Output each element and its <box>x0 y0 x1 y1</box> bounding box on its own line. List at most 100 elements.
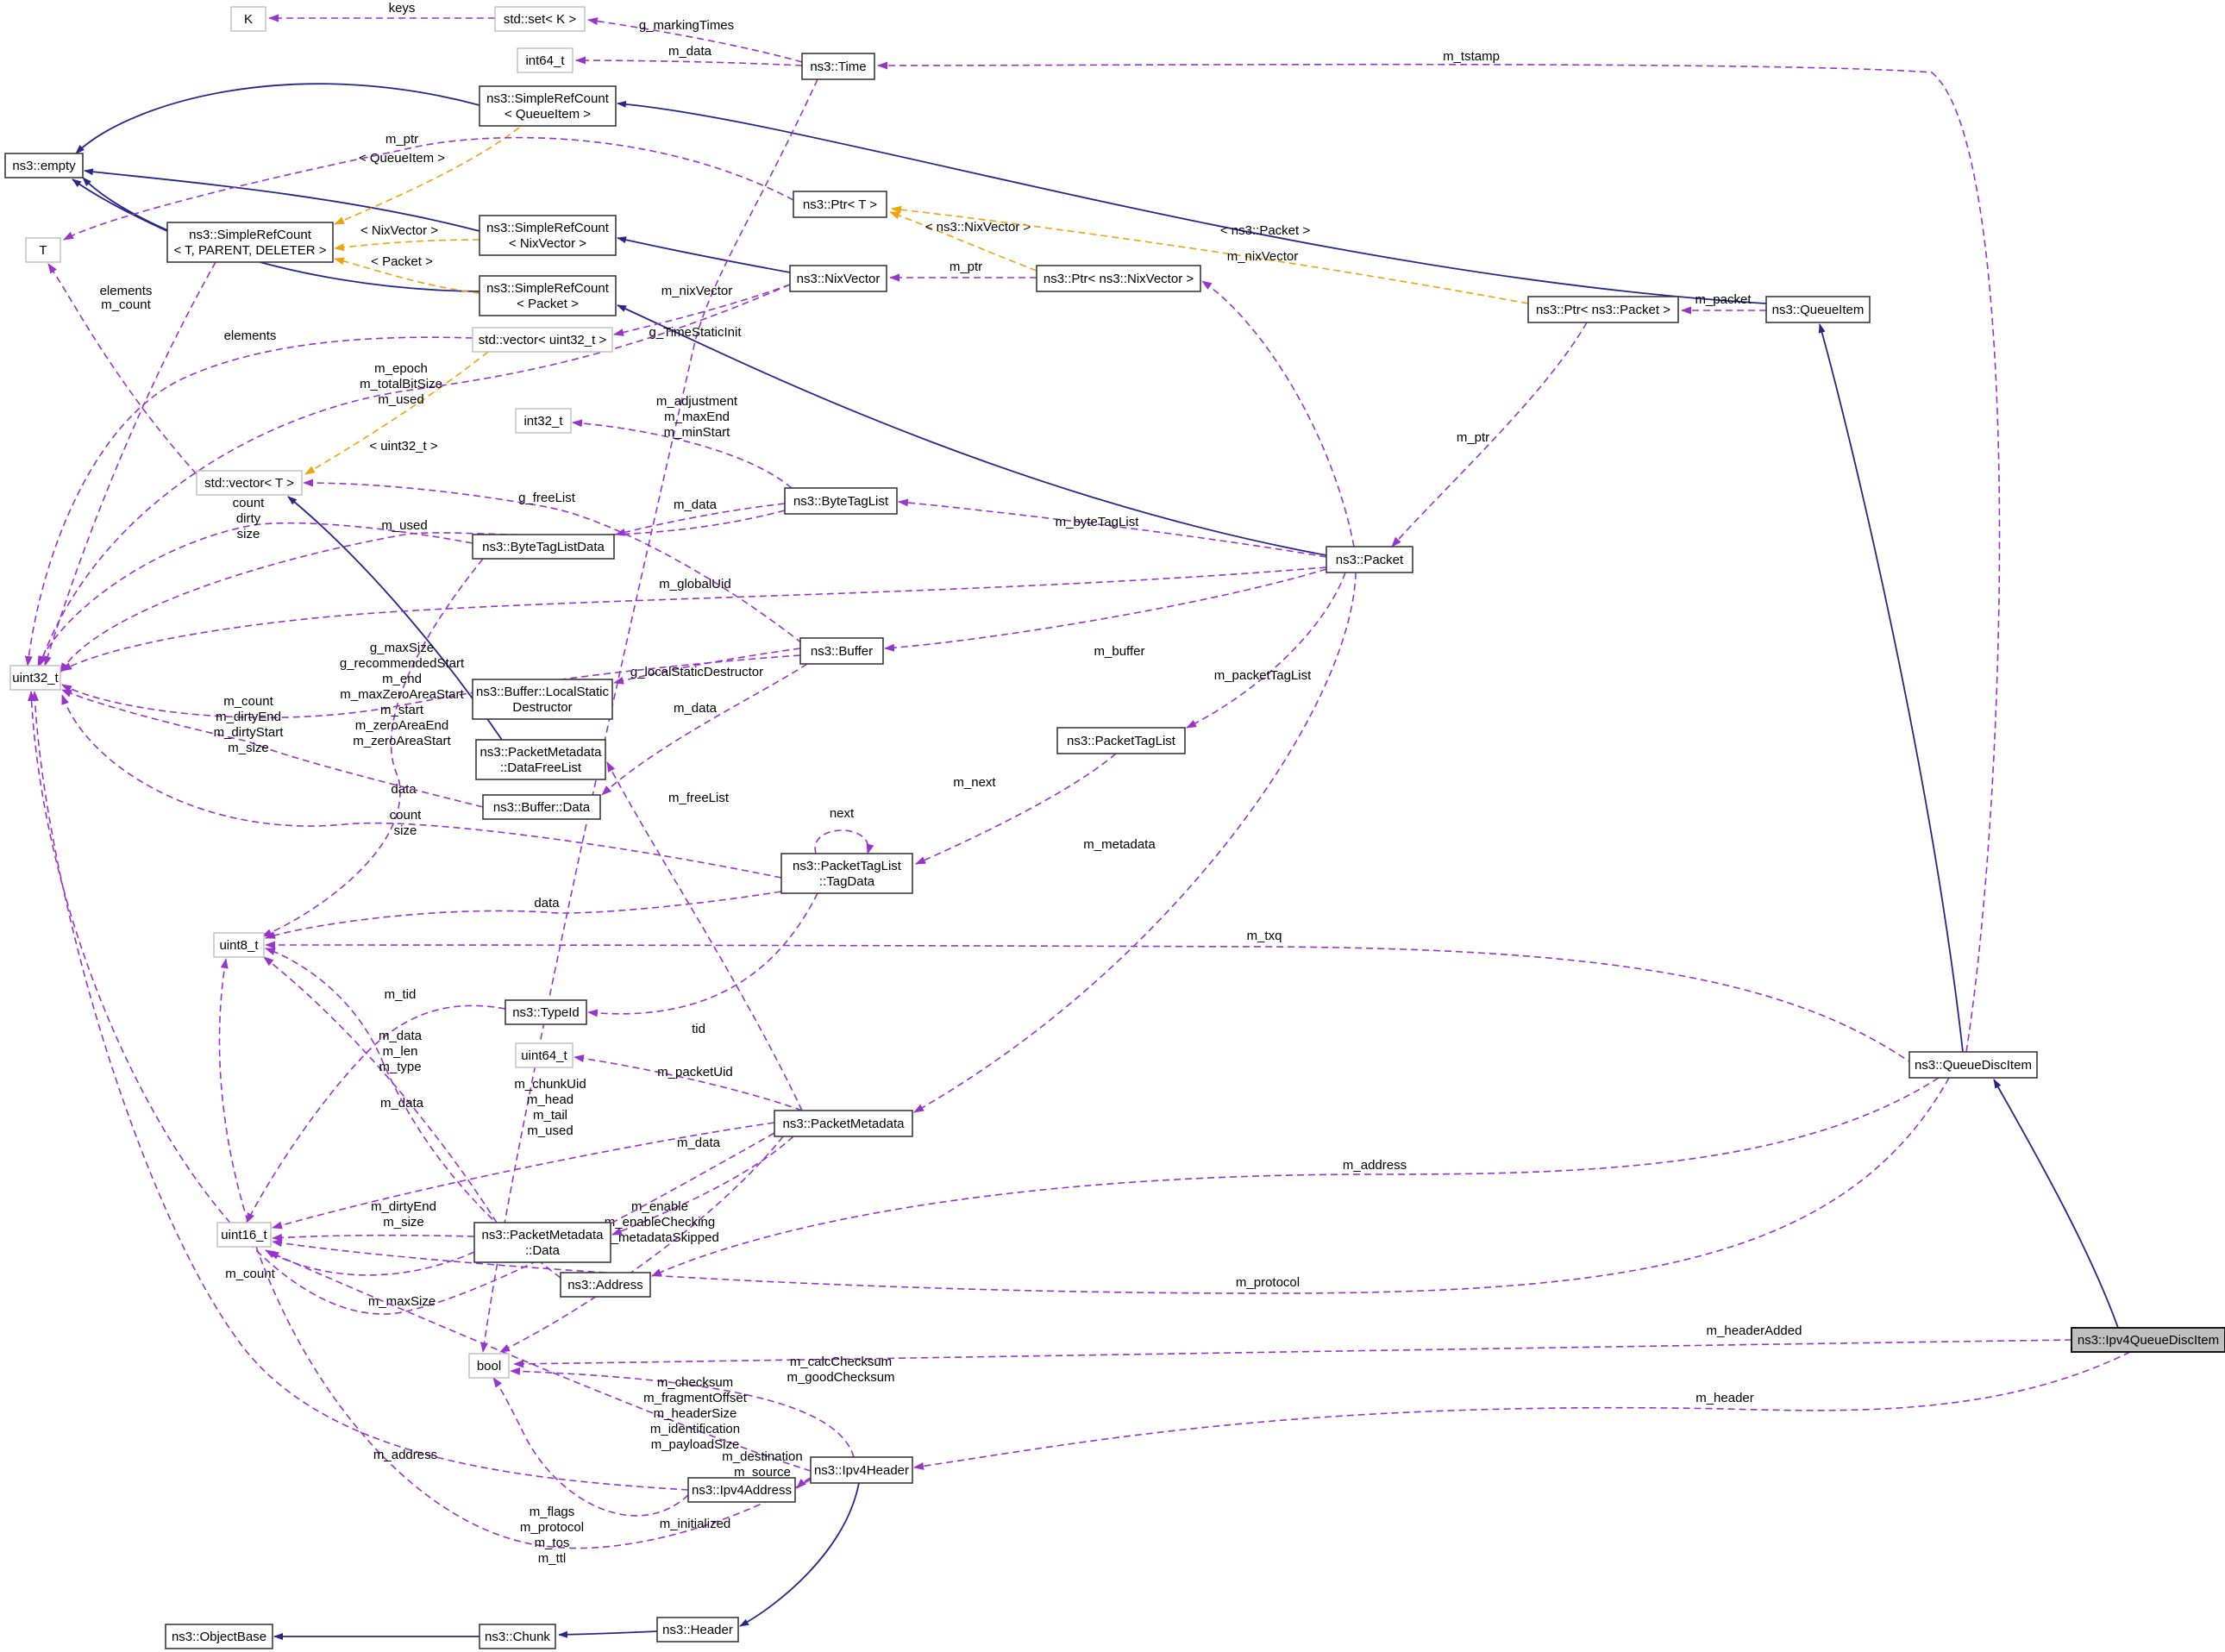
node-nix[interactable]: ns3::NixVector <box>789 265 887 292</box>
node-qdisc[interactable]: ns3::QueueDiscItem <box>1908 1051 2038 1079</box>
node-box[interactable] <box>482 794 601 820</box>
node-box[interactable] <box>475 739 606 780</box>
node-box[interactable] <box>472 534 615 560</box>
edge-packet-ptl: m_packetTagList <box>1186 572 1346 729</box>
node-packet[interactable]: ns3::Packet <box>1326 546 1413 573</box>
node-qitem[interactable]: ns3::QueueItem <box>1765 296 1871 323</box>
node-box[interactable] <box>505 999 587 1025</box>
edge-label: g_localStaticDestructor <box>630 665 763 679</box>
node-bdata[interactable]: ns3::Buffer::Data <box>482 794 601 820</box>
node-header[interactable]: ns3::Header <box>656 1617 739 1643</box>
edge-label: m_data <box>380 1096 424 1111</box>
node-pmdata[interactable]: ns3::PacketMetadata::Data <box>473 1222 611 1263</box>
edge-buffer-vec_t: g_freeList <box>303 479 803 644</box>
node-chunk[interactable]: ns3::Chunk <box>479 1624 556 1649</box>
node-box[interactable] <box>780 853 913 894</box>
node-dfl[interactable]: ns3::PacketMetadata::DataFreeList <box>475 739 606 780</box>
edge-label: g_TimeStaticInit <box>649 325 743 340</box>
edge-tid_n-u16: m_tid <box>246 987 506 1223</box>
edge-label: m_metadata <box>1083 837 1156 852</box>
node-ptl[interactable]: ns3::PacketTagList <box>1056 727 1186 754</box>
node-box[interactable] <box>801 53 875 80</box>
edge-label: g_markingTimes <box>639 18 734 33</box>
node-box[interactable] <box>793 191 887 218</box>
node-box[interactable] <box>1908 1051 2038 1079</box>
edge-ptr_pkt-packet: m_ptr <box>1391 322 1588 548</box>
node-btl[interactable]: ns3::ByteTagList <box>784 487 898 515</box>
node-box[interactable] <box>479 275 617 316</box>
node-time[interactable]: ns3::Time <box>801 53 875 80</box>
node-box <box>2071 1327 2225 1353</box>
edge-set_k-k: keys <box>268 1 495 22</box>
node-box[interactable] <box>1527 296 1679 323</box>
node-tagdata[interactable]: ns3::PacketTagList::TagData <box>780 853 913 894</box>
node-box[interactable] <box>774 1110 913 1137</box>
edge-tagdata-tagdata: next <box>814 806 874 854</box>
edge-pmeta-dfl: m_freeList <box>606 761 803 1111</box>
edge-label: m_maxSize <box>368 1294 436 1309</box>
edge-src_nix-empty <box>84 168 480 232</box>
node-btld[interactable]: ns3::ByteTagListData <box>472 534 615 560</box>
node-src_nix[interactable]: ns3::SimpleRefCount< NixVector > <box>479 215 617 256</box>
node-box[interactable] <box>1036 265 1201 292</box>
node-label: ns3::SimpleRefCount< T, PARENT, DELETER … <box>173 228 326 258</box>
node-label: ns3::Ipv4Header <box>814 1463 909 1478</box>
node-src_qi[interactable]: ns3::SimpleRefCount< QueueItem > <box>479 85 617 127</box>
edge-src_qi-empty <box>75 83 480 154</box>
node-src_tpd[interactable]: ns3::SimpleRefCount< T, PARENT, DELETER … <box>166 222 334 263</box>
edge-ptr_t-t: m_ptr <box>63 132 794 241</box>
edge-label: m_headerAdded <box>1707 1323 1802 1338</box>
edge-qdisc-u8: m_txq <box>265 929 1933 1079</box>
node-box[interactable] <box>687 1477 796 1503</box>
node-box[interactable] <box>479 85 617 127</box>
node-box[interactable] <box>473 1222 611 1263</box>
node-box[interactable] <box>479 215 617 256</box>
node-box[interactable] <box>472 679 613 720</box>
node-box[interactable] <box>1326 546 1413 573</box>
node-box[interactable] <box>810 1456 913 1484</box>
node-addr[interactable]: ns3::Address <box>560 1272 651 1298</box>
node-box[interactable] <box>656 1617 739 1643</box>
node-label: ns3::Address <box>567 1278 643 1292</box>
node-box[interactable] <box>166 222 334 263</box>
node-ip4addr[interactable]: ns3::Ipv4Address <box>687 1477 796 1503</box>
node-pmeta[interactable]: ns3::PacketMetadata <box>774 1110 913 1137</box>
node-box[interactable] <box>1056 727 1186 754</box>
edge-label: m_globalUid <box>659 577 730 591</box>
node-box[interactable] <box>4 153 84 178</box>
node-box[interactable] <box>1765 296 1871 323</box>
node-label: ns3::Packet <box>1336 553 1404 567</box>
node-label: uint8_t <box>219 938 259 953</box>
node-buffer[interactable]: ns3::Buffer <box>799 637 884 665</box>
node-empty[interactable]: ns3::empty <box>4 153 84 178</box>
node-label: ns3::SimpleRefCount< NixVector > <box>486 221 610 251</box>
edge-label: elements <box>224 329 277 343</box>
node-label: ns3::NixVector <box>797 272 881 286</box>
node-ptr_pkt[interactable]: ns3::Ptr< ns3::Packet > <box>1527 296 1679 323</box>
node-box[interactable] <box>479 1624 556 1649</box>
node-box[interactable] <box>799 637 884 665</box>
node-tid_n[interactable]: ns3::TypeId <box>505 999 587 1025</box>
node-label: ns3::TypeId <box>512 1005 580 1020</box>
node-label: int64_t <box>525 53 565 68</box>
node-label: ns3::ObjectBase <box>172 1630 266 1644</box>
node-label: int32_t <box>523 414 563 429</box>
node-u32: uint32_t <box>9 665 61 691</box>
node-ptr_nix[interactable]: ns3::Ptr< ns3::NixVector > <box>1036 265 1201 292</box>
node-objbase[interactable]: ns3::ObjectBase <box>165 1624 273 1649</box>
node-box[interactable] <box>789 265 887 292</box>
node-box[interactable] <box>784 487 898 515</box>
node-src_pkt[interactable]: ns3::SimpleRefCount< Packet > <box>479 275 617 316</box>
node-box <box>468 1353 510 1379</box>
node-box[interactable] <box>165 1624 273 1649</box>
node-ip4hdr[interactable]: ns3::Ipv4Header <box>810 1456 913 1484</box>
node-box[interactable] <box>560 1272 651 1298</box>
node-ptr_t[interactable]: ns3::Ptr< T > <box>793 191 887 218</box>
